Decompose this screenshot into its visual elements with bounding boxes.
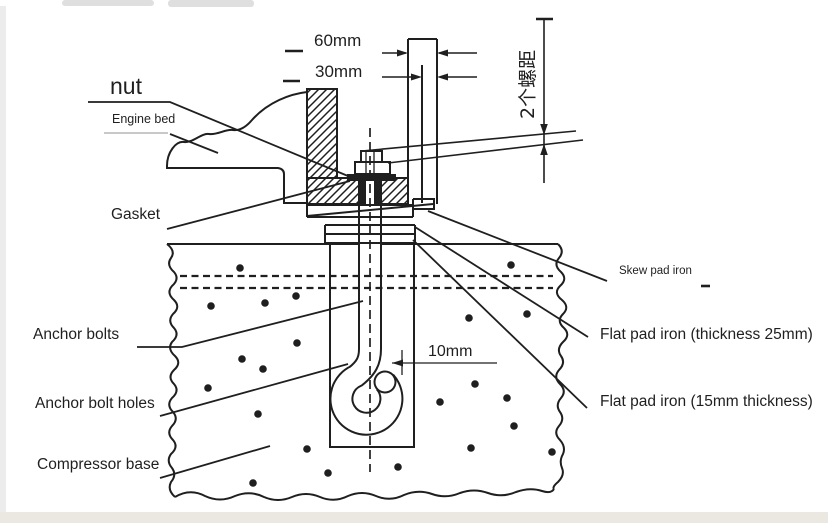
aggregate-dot: [303, 445, 311, 453]
flat-pad-iron-15-leader: [412, 239, 588, 409]
dim-30mm-label: 30mm: [315, 62, 362, 81]
cropped-top-artifact: [168, 0, 254, 7]
anchor-bolt-holes-leader: [159, 363, 349, 417]
aggregate-dot: [259, 365, 267, 373]
dim-60mm-label: 60mm: [314, 31, 361, 50]
aggregate-dot: [436, 398, 444, 406]
aggregate-dot: [293, 339, 301, 347]
bolt-shank-left: [358, 181, 366, 204]
label-skew-pad-iron: Skew pad iron: [619, 265, 692, 277]
left-labels: nut Engine bed Gasket Anchor bolts Ancho…: [33, 73, 364, 479]
anchor-bolts-leader: [137, 300, 364, 348]
label-flat-pad-iron-15: Flat pad iron (15mm thickness): [600, 393, 813, 410]
label-compressor-base: Compressor base: [37, 456, 159, 473]
aggregate-dot: [471, 380, 479, 388]
aggregate-dot: [238, 355, 246, 363]
nut-leader: [88, 101, 349, 177]
bolt-projection-outline: [407, 38, 438, 204]
dimension-30mm: 30mm: [283, 62, 477, 83]
aggregate-dot: [507, 261, 515, 269]
page-bottom-edge: [0, 512, 828, 523]
aggregate-dot: [465, 314, 473, 322]
flat-pad-iron-25-leader: [414, 226, 589, 338]
right-labels: Skew pad iron Flat pad iron (thickness 2…: [412, 210, 813, 410]
dim-10mm-label: 10mm: [428, 343, 472, 360]
aggregate-dot: [523, 310, 531, 318]
dimension-60mm: 60mm: [285, 31, 477, 57]
compressor-base-leader: [159, 445, 271, 479]
dim-thread-protrusion-label: 2个螺距: [517, 50, 539, 119]
page-left-edge: [0, 6, 6, 512]
skew-pad-iron-leader: [427, 210, 608, 282]
engine-bed-leader: [169, 133, 219, 154]
label-flat-pad-iron-25: Flat pad iron (thickness 25mm): [600, 326, 813, 343]
nut-shape: [354, 161, 391, 175]
dimension-thread-protrusion: 2个螺距: [361, 17, 584, 183]
aggregate-dot: [548, 448, 556, 456]
dimension-10mm: 10mm: [392, 343, 497, 375]
engine-bed-section: [306, 88, 409, 205]
label-anchor-bolts: Anchor bolts: [33, 326, 119, 343]
aggregate-dot: [467, 444, 475, 452]
aggregate-dot: [249, 479, 257, 487]
aggregate-dot: [510, 422, 518, 430]
bolt-shank-right: [374, 181, 382, 204]
aggregate-dot: [292, 292, 300, 300]
engine-bed-profile-curve: [166, 91, 308, 204]
aggregate-dot: [204, 384, 212, 392]
label-anchor-bolt-holes: Anchor bolt holes: [35, 395, 155, 412]
cropped-top-artifact: [62, 0, 154, 6]
aggregate-dot: [207, 302, 215, 310]
aggregate-dot: [254, 410, 262, 418]
aggregate-dot: [394, 463, 402, 471]
aggregate-dot: [503, 394, 511, 402]
label-gasket: Gasket: [111, 206, 161, 223]
gasket-leader: [166, 180, 351, 230]
label-nut: nut: [110, 73, 143, 99]
concrete-dots: [204, 261, 556, 487]
aggregate-dot: [324, 469, 332, 477]
anchor-bolt: [329, 200, 404, 436]
label-engine-bed: Engine bed: [112, 112, 175, 126]
bolt-nut-assembly: [347, 150, 396, 204]
aggregate-dot: [236, 264, 244, 272]
aggregate-dot: [261, 299, 269, 307]
bolt-thread-stub: [360, 150, 383, 163]
washer-gasket: [347, 174, 396, 181]
